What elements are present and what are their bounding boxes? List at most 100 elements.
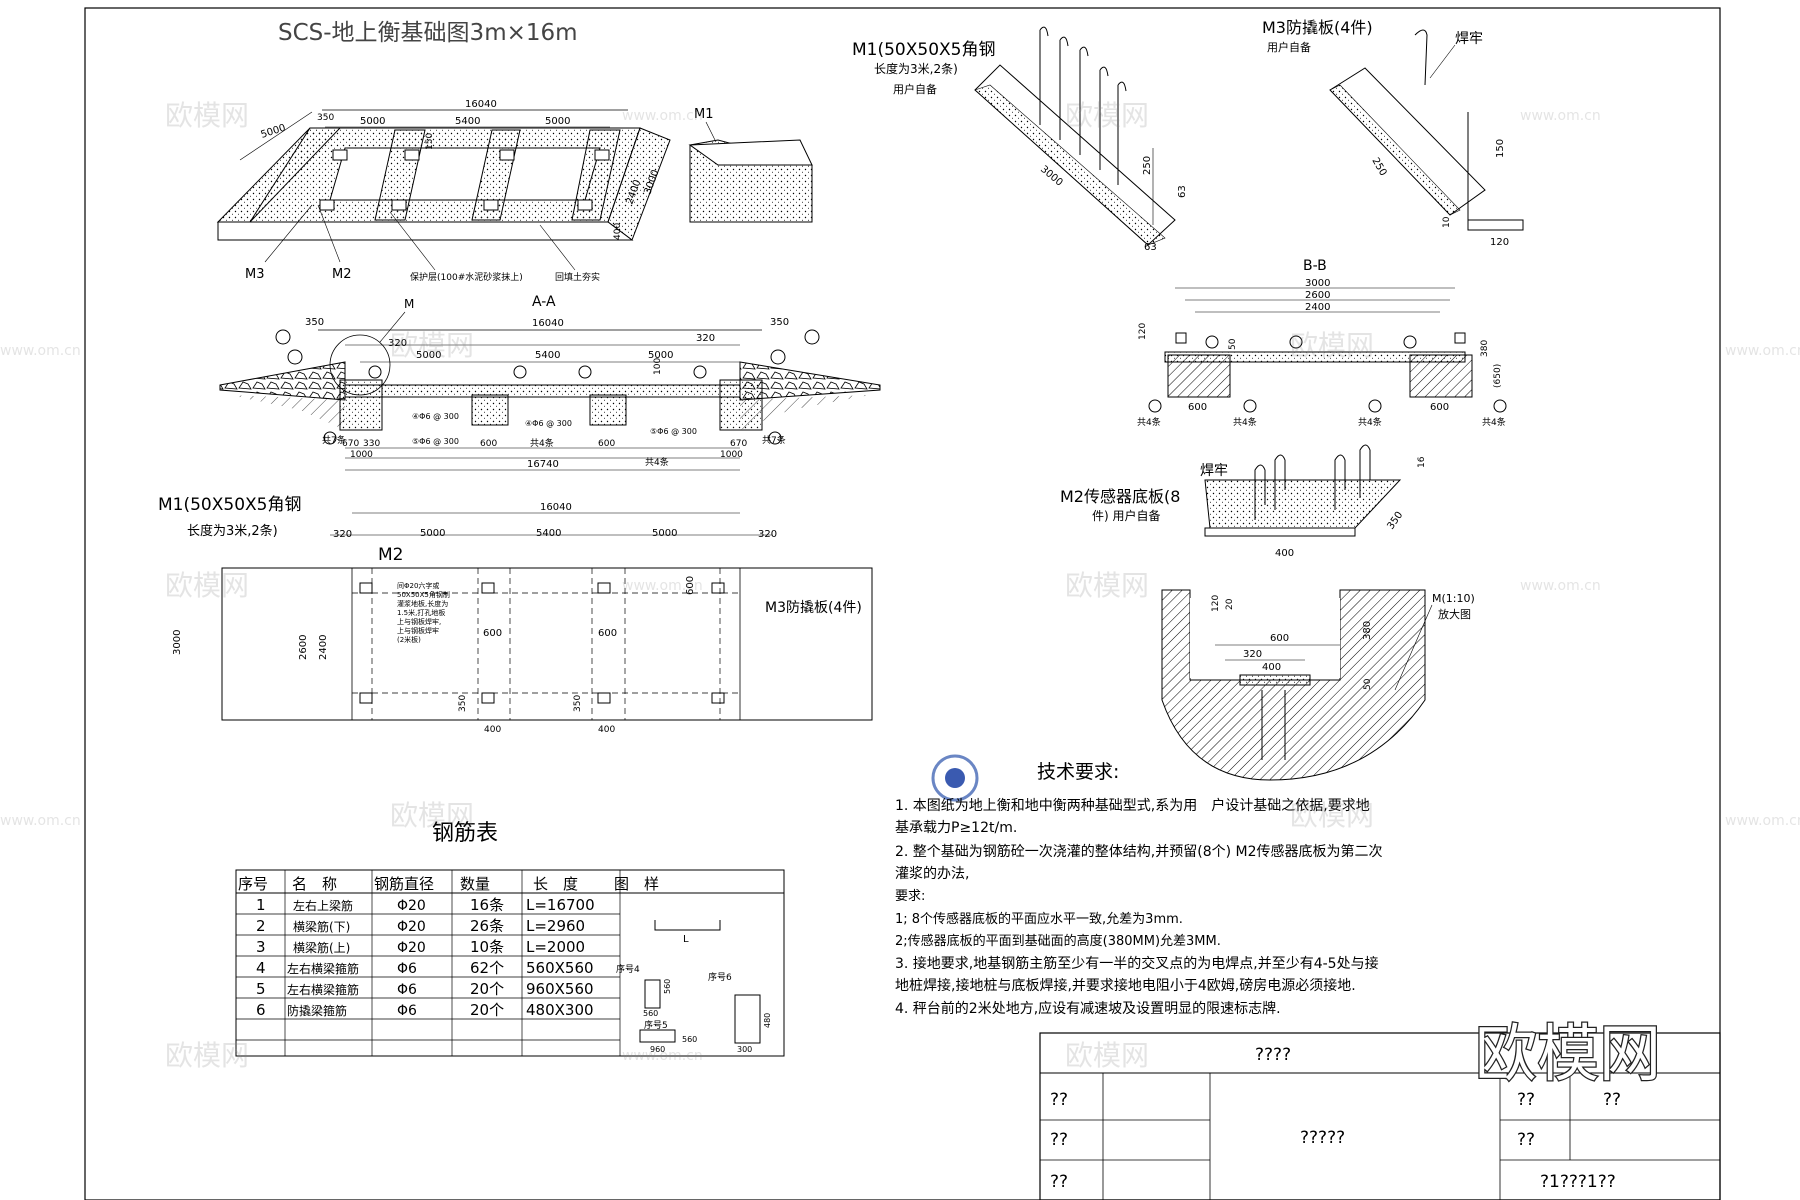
plan-note: 间Φ20六字或 50X50X5角钢制 灌浆地板,长度为 1.5米,打孔地板 上与… — [397, 581, 450, 644]
aa-dim-350r: 350 — [770, 317, 789, 328]
tb-cell: ?1???1?? — [1540, 1172, 1616, 1192]
det-dim-400: 400 — [1262, 662, 1281, 673]
m-detail-label2: 放大图 — [1438, 607, 1471, 621]
bb-dim-650: (650) — [1493, 364, 1503, 388]
rebar-cell-name: 左右横梁箍筋 — [287, 982, 359, 997]
m2-dim-16: 16 — [1417, 456, 1427, 468]
sheet-border — [84, 7, 1721, 1200]
m1-dim-3000: 3000 — [1038, 164, 1065, 189]
plan-note-line: 上与钢板焊牢 — [397, 626, 439, 635]
tech-line: 4. 秤台前的2米处地方,应设有减速坡及设置明显的限速标志牌. — [895, 1000, 1281, 1017]
watermark-brand: 欧模网 — [390, 799, 474, 832]
tb-cell: ?? — [1050, 1090, 1068, 1110]
shape-L: L — [683, 934, 689, 945]
det-dim-50: 50 — [1363, 678, 1373, 690]
plan-dim-350a: 350 — [458, 695, 468, 712]
tb-cell: ????? — [1300, 1128, 1345, 1148]
plan-note-line: 上与钢板焊牢, — [397, 617, 441, 626]
plan-label-m2: M2 — [378, 545, 403, 565]
section-bb-title: B-B — [1303, 258, 1327, 274]
dim-top-5000b: 5000 — [545, 116, 570, 127]
plan-note-line: 间Φ20六字或 — [397, 581, 439, 590]
tb-cell: ?? — [1517, 1090, 1535, 1110]
rebar-cell-no: 2 — [256, 917, 266, 935]
tb-cell: ?? — [1050, 1172, 1068, 1192]
watermark-brand: 欧模网 — [165, 569, 249, 602]
det-dim-600: 600 — [1270, 633, 1289, 644]
rebar-cell-len: 480X300 — [526, 1001, 594, 1019]
det-dim-320: 320 — [1243, 649, 1262, 660]
plan-dim-5400: 5400 — [536, 528, 561, 539]
bb-dim-600a: 600 — [1188, 402, 1207, 413]
aa-stirrup-a: ④Φ6 @ 300 — [412, 412, 459, 421]
plan-note-line: 1.5米,打孔地板 — [397, 608, 445, 617]
det-dim-20: 20 — [1225, 598, 1235, 610]
watermark-brand: 欧模网 — [1290, 329, 1374, 362]
shape-s4: 序号4 — [616, 963, 640, 975]
section-aa-title: A-A — [532, 294, 556, 310]
table-row: 2 横梁筋(下) Φ20 26条 L=2960 — [256, 917, 585, 935]
aa-dim-320l: 320 — [388, 338, 407, 349]
aa-dim-670r: 670 — [730, 439, 747, 449]
shape-560a: 560 — [663, 979, 672, 994]
dim-top-5400: 5400 — [455, 116, 480, 127]
m1-dim-63a: 63 — [1177, 185, 1188, 198]
aa-count7-right: 共7条 — [762, 434, 786, 446]
shape-560b: 560 — [643, 1009, 658, 1018]
m3-dim-10: 10 — [1442, 216, 1452, 228]
watermark-site: www.om.cn — [1520, 108, 1601, 124]
watermark-site: www.om.cn — [1725, 813, 1800, 829]
shape-960: 960 — [650, 1045, 665, 1054]
aa-stirrup-b: ⑤Φ6 @ 300 — [412, 437, 459, 446]
tech-line: 灌浆的办法, — [895, 866, 969, 882]
bb-dim-3000: 3000 — [1305, 278, 1330, 289]
rebar-cell-name: 横梁筋(下) — [293, 919, 350, 934]
label-m3-small: M3 — [245, 267, 265, 282]
plan-dim-320r: 320 — [758, 529, 777, 540]
plan-dim-400b: 400 — [598, 725, 615, 735]
rebar-cell-qty: 16条 — [470, 896, 504, 914]
shape-s5: 序号5 — [644, 1019, 668, 1031]
plan-dim-3000: 3000 — [172, 630, 183, 655]
tech-line: 1; 8个传感器底板的平面应水平一致,允差为3mm. — [895, 911, 1183, 927]
label-m2-small: M2 — [332, 267, 352, 282]
m3-dim-150: 150 — [1495, 139, 1506, 158]
rebar-cell-dia: Φ20 — [397, 919, 426, 935]
rebar-cell-no: 3 — [256, 938, 266, 956]
rebar-cell-qty: 20个 — [470, 1001, 504, 1019]
plan-dim-5000a: 5000 — [420, 528, 445, 539]
rebar-cell-name: 防撬梁箍筋 — [287, 1003, 347, 1018]
aa-dim-1000l: 1000 — [350, 450, 373, 460]
dim-top-5000a: 5000 — [360, 116, 385, 127]
bb-dim-600b: 600 — [1430, 402, 1449, 413]
m1-angle-steel-detail: M1(50X50X5角钢 长度为3米,2条) 用户自备 250 3000 63 … — [852, 26, 1188, 253]
m2-title: M2传感器底板(8 — [1060, 487, 1180, 506]
m1-title-line1: M1(50X50X5角钢 — [852, 40, 996, 60]
watermark-site: www.om.cn — [0, 813, 81, 829]
bb-dim-380: 380 — [1480, 340, 1490, 357]
rebar-header-name: 名 称 — [292, 875, 337, 893]
tech-line: 2;传感器底板的平面到基础面的高度(380MM)允差3MM. — [895, 933, 1221, 949]
isometric-foundation-view: SCS-地上衡基础图3m×16m 16040 5000 5400 5000 35… — [216, 20, 813, 283]
aa-dim-600b: 600 — [598, 439, 615, 449]
tech-line: 3. 接地要求,地基钢筋主筋至少有一半的交叉点的为电焊点,并至少有4-5处与接 — [895, 955, 1379, 972]
m3-weld: 焊牢 — [1455, 31, 1483, 47]
rebar-cell-qty: 62个 — [470, 959, 504, 977]
m2-dim-400: 400 — [1275, 548, 1294, 559]
rebar-cell-dia: Φ6 — [397, 961, 417, 977]
plan-dim-600b: 600 — [598, 628, 617, 639]
plan-dim-5000b: 5000 — [652, 528, 677, 539]
watermark-brand: 欧模网 — [1290, 799, 1374, 832]
watermark-site: www.om.cn — [622, 578, 703, 594]
m3-dim-250: 250 — [1369, 156, 1388, 178]
rebar-header-len: 长 度 — [533, 875, 578, 893]
rebar-cell-no: 5 — [256, 980, 266, 998]
drawing-title: SCS-地上衡基础图3m×16m — [278, 20, 578, 46]
label-protect-layer: 保护层(100#水泥砂浆抹上) — [410, 271, 523, 283]
rebar-cell-len: 560X560 — [526, 959, 594, 977]
m3-dim-120: 120 — [1490, 237, 1509, 248]
watermark-brand: 欧模网 — [165, 1039, 249, 1072]
cad-nav-icon[interactable] — [931, 754, 979, 802]
rebar-cell-dia: Φ20 — [397, 940, 426, 956]
